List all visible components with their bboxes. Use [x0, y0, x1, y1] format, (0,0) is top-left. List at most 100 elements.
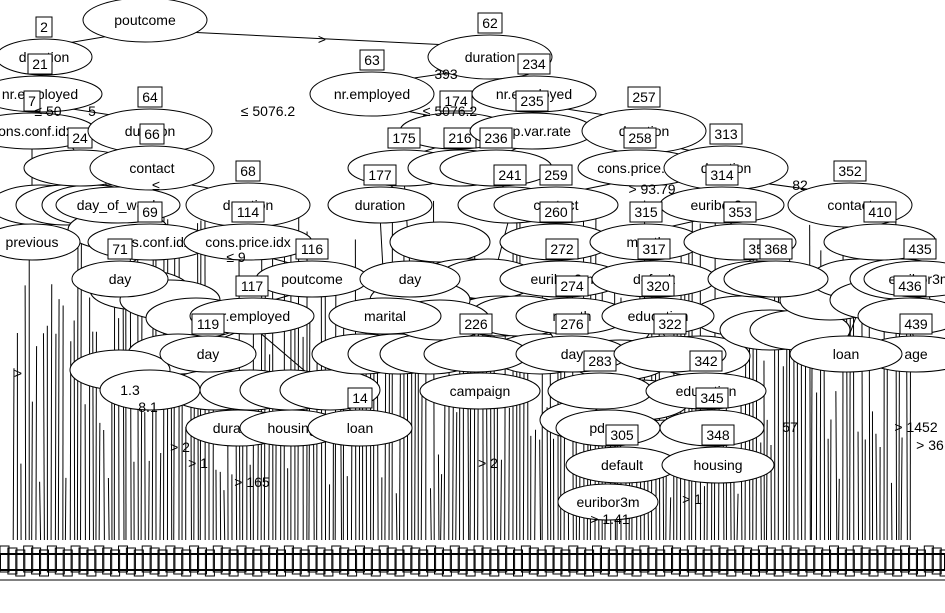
terminal-node-box: [220, 547, 231, 575]
node-id-label: 216: [448, 130, 472, 146]
terminal-node-box: [639, 545, 650, 573]
terminal-node-box: [773, 549, 784, 577]
terminal-node-box: [568, 545, 579, 573]
node-variable-label: cons.conf.idx: [0, 123, 73, 139]
terminal-node-box: [489, 549, 500, 577]
node-variable-label: contact: [129, 160, 174, 176]
node-id-label: 436: [898, 278, 922, 294]
tree-node: [99, 369, 201, 411]
terminal-node-box: [915, 549, 926, 577]
node-variable-label: previous: [6, 234, 59, 250]
terminal-node-box: [892, 549, 903, 577]
branch-label: 82: [792, 177, 808, 193]
terminal-node-box: [528, 547, 539, 575]
branch-label: 393: [434, 66, 458, 82]
leaf-stem: [835, 391, 838, 541]
terminal-node-box: [94, 545, 105, 573]
node-id-box: [387, 127, 421, 149]
node-variable-label: poutcome: [281, 271, 343, 287]
node-variable-label: cons.price.idx: [205, 234, 291, 250]
node-id-label: 276: [560, 316, 584, 332]
node-id-label: 117: [241, 278, 264, 294]
branch-label: >: [14, 365, 22, 381]
node-id-label: 260: [544, 204, 568, 220]
node-id-label: 63: [364, 52, 380, 68]
node-variable-label: default: [601, 457, 643, 473]
terminal-node-box: [655, 549, 666, 577]
branch-label: > 93.79: [628, 181, 675, 197]
leaf-stem: [76, 240, 79, 541]
leaf-stem: [35, 346, 38, 541]
node-variable-label: nr.employed: [214, 308, 290, 324]
node-id-label: 258: [628, 130, 652, 146]
tree-node: [419, 372, 541, 410]
terminal-node-box: [931, 547, 942, 575]
terminal-node-box: [276, 549, 286, 577]
node-id-box: [235, 275, 269, 297]
leaf-stem: [420, 385, 423, 541]
node-id-box: [555, 313, 589, 335]
leaf-stem: [73, 320, 76, 541]
terminal-node-box: [694, 547, 705, 575]
node-variable-label: housing: [267, 420, 316, 436]
terminal-node-box: [576, 547, 587, 575]
branch-label: ≤ 50: [34, 103, 61, 119]
terminal-node-box: [62, 549, 73, 577]
node-id-label: 71: [112, 241, 128, 257]
terminal-node-box: [244, 547, 255, 575]
node-id-box: [23, 90, 41, 112]
node-id-label: 352: [838, 163, 862, 179]
node-id-box: [139, 123, 165, 145]
terminal-node-box: [189, 545, 200, 573]
tree-node: [327, 186, 433, 224]
leaf-stem: [107, 478, 110, 541]
tree-node: [547, 372, 653, 410]
terminal-node-box: [323, 549, 334, 577]
terminal-node-box: [197, 547, 207, 575]
node-id-label: 68: [240, 163, 256, 179]
terminal-node-box: [181, 549, 192, 577]
node-variable-label: duration: [465, 49, 516, 65]
terminal-node-box: [900, 545, 911, 573]
node-id-box: [629, 201, 663, 223]
node-id-label: 236: [484, 130, 508, 146]
terminal-node-box: [836, 547, 847, 575]
terminal-node-box: [726, 549, 737, 577]
leaf-stem: [50, 284, 53, 541]
tree-node: [423, 335, 529, 373]
terminal-node-box: [702, 549, 713, 577]
terminal-node-box: [536, 549, 547, 577]
terminal-node-box: [315, 547, 326, 575]
terminal-node-box: [734, 545, 745, 573]
tree-node: [71, 260, 169, 298]
terminal-node-box: [663, 545, 674, 573]
terminal-node-box: [394, 549, 405, 577]
terminal-node-box: [671, 547, 681, 575]
node-id-box: [439, 90, 473, 112]
terminal-node-box: [552, 547, 563, 575]
leaf-stem: [455, 412, 458, 541]
terminal-node-box: [283, 545, 294, 573]
terminal-node-box: [481, 547, 492, 575]
node-id-box: [641, 275, 675, 297]
leaf-stem: [766, 419, 768, 541]
branch-label: > 2: [478, 455, 498, 471]
node-id-box: [833, 160, 867, 182]
terminal-node-box: [299, 549, 310, 577]
node-id-box: [863, 201, 897, 223]
node-id-label: 257: [632, 89, 656, 105]
terminal-node-box: [599, 547, 610, 575]
terminal-node-box: [355, 545, 365, 573]
leaf-stem: [24, 285, 27, 541]
node-id-box: [545, 238, 579, 260]
terminal-node-box: [339, 547, 350, 575]
node-id-box: [903, 238, 937, 260]
terminal-node-box: [884, 547, 895, 575]
node-id-label: 14: [352, 390, 368, 406]
terminal-node-box: [212, 545, 223, 573]
terminal-node-box: [750, 549, 760, 577]
leaf-stem: [57, 299, 60, 541]
terminal-node-box: [465, 549, 476, 577]
terminal-node-box: [410, 547, 421, 575]
node-id-box: [759, 238, 793, 260]
